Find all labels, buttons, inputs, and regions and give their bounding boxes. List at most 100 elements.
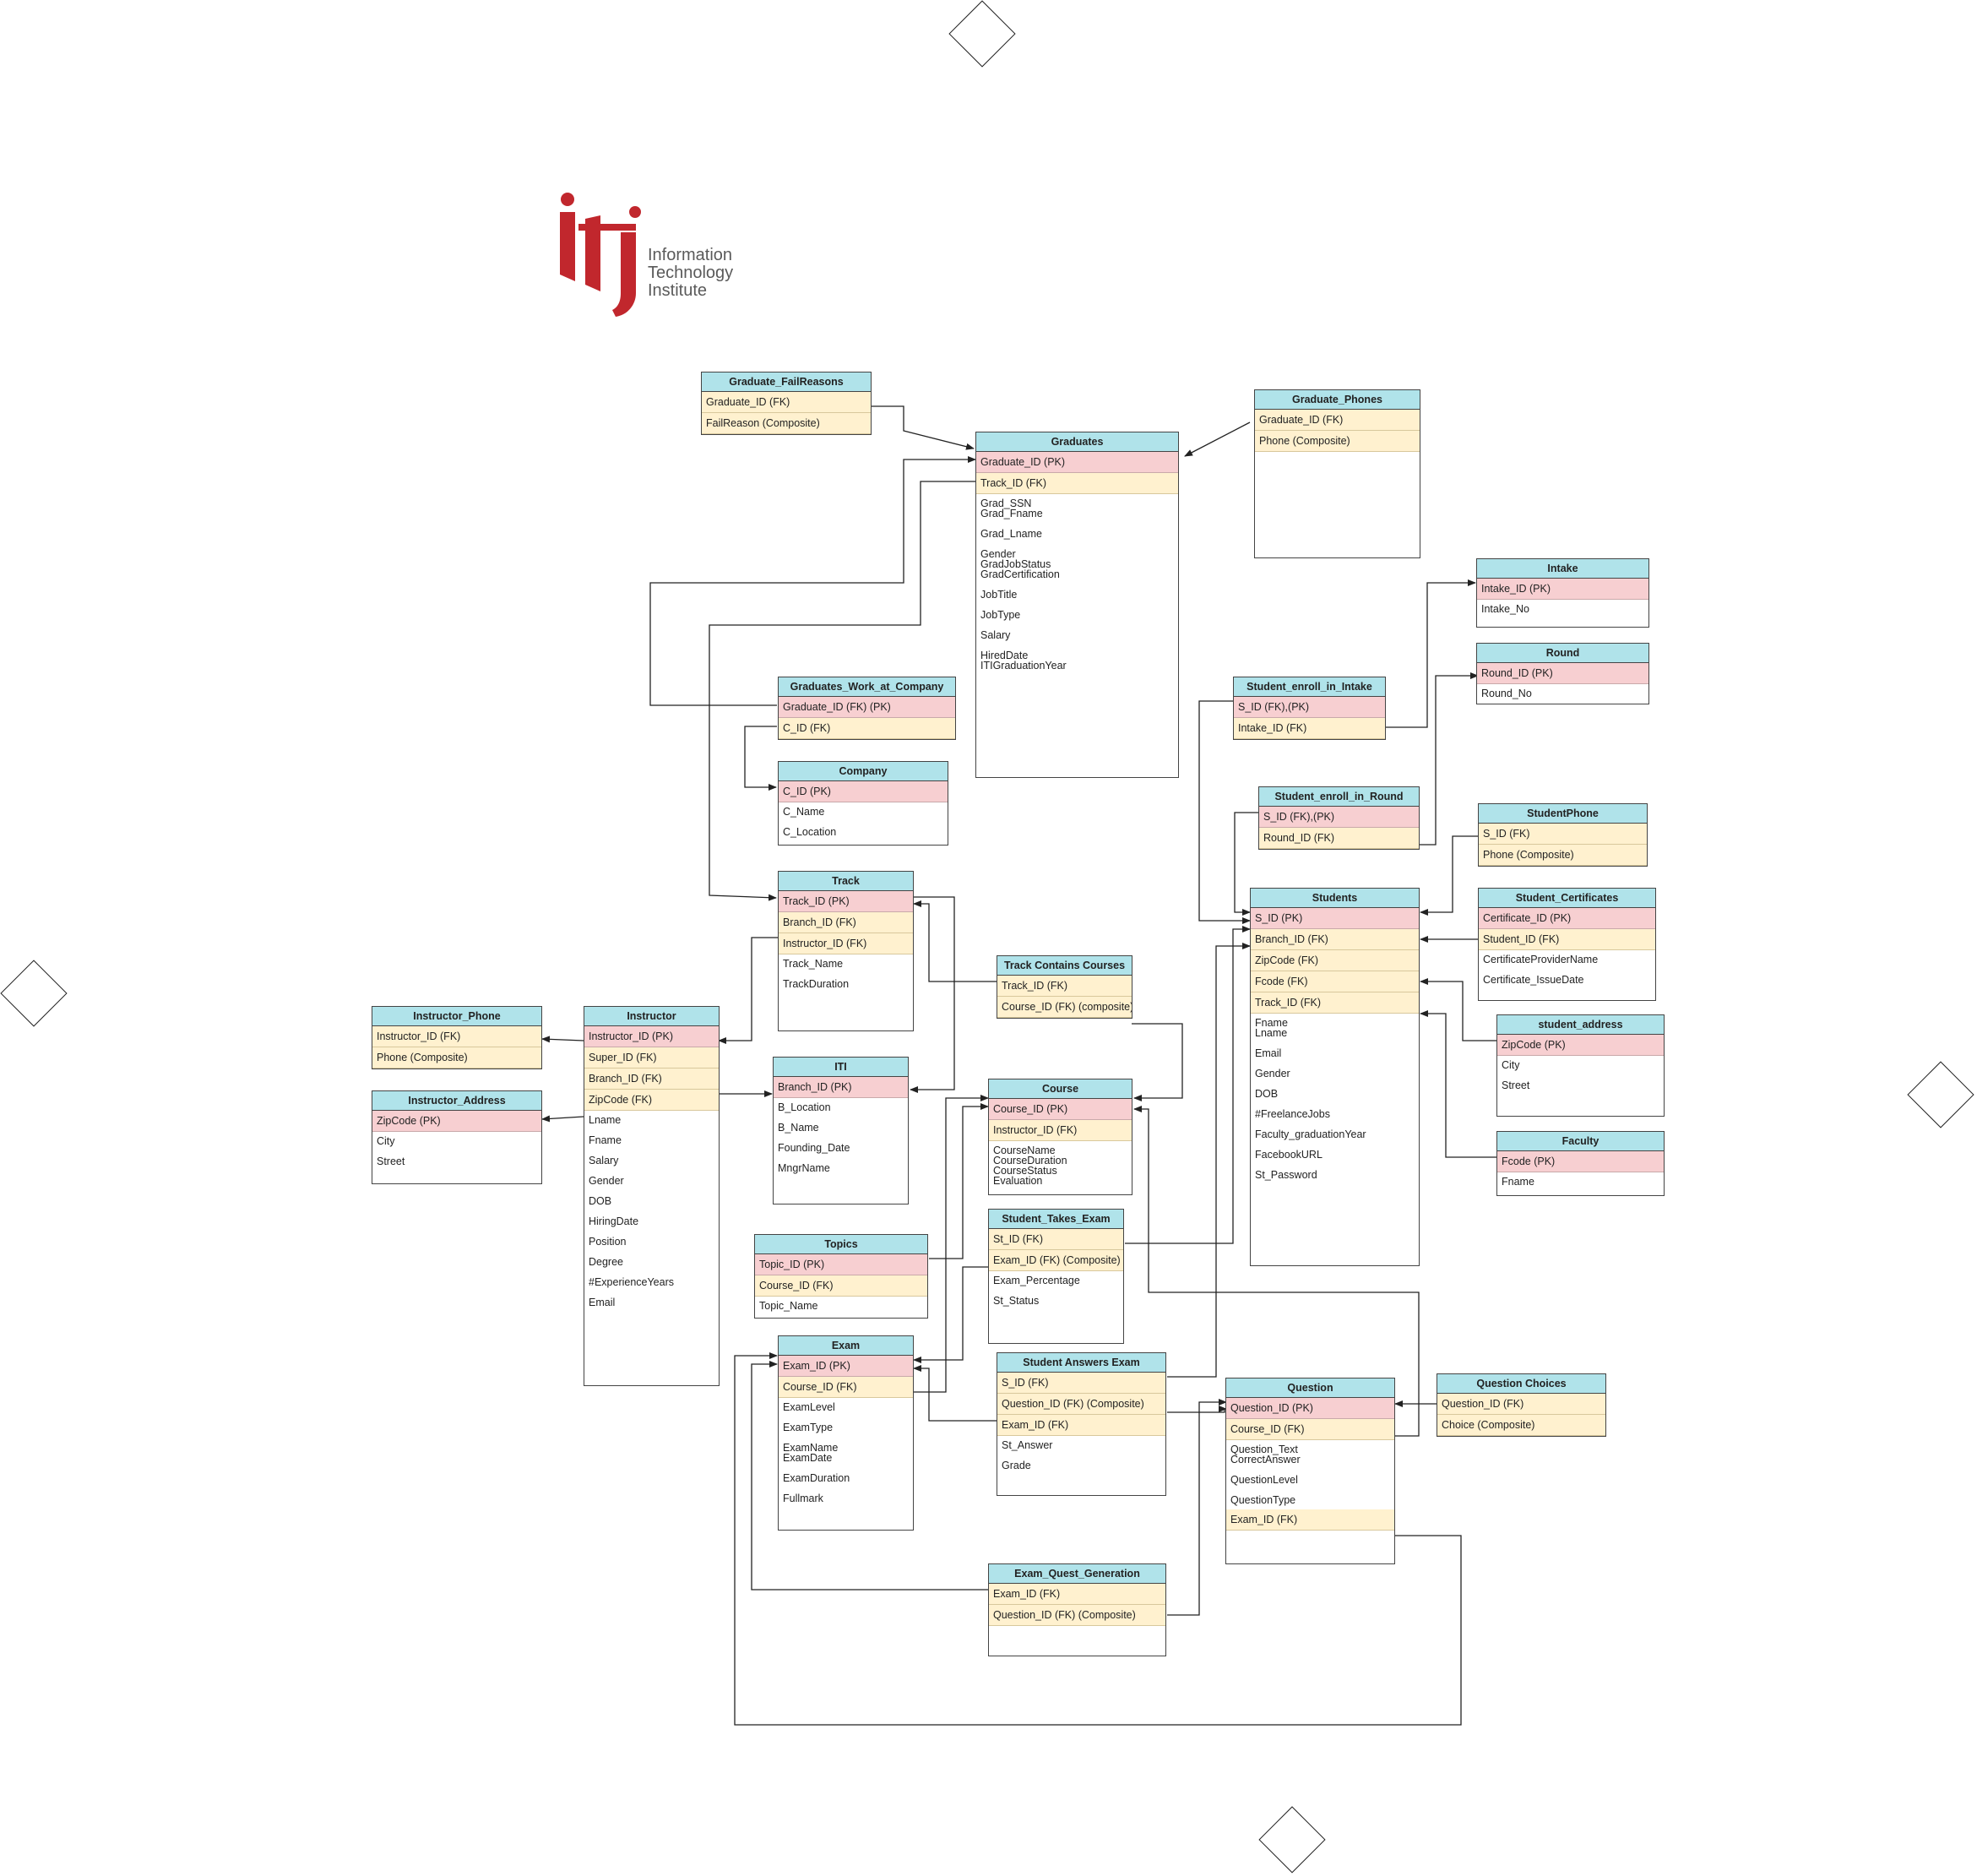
attribute: B_Name xyxy=(778,1122,819,1134)
attribute xyxy=(1255,1079,1419,1089)
primary-key-row: Graduate_ID (FK) (PK) xyxy=(779,697,955,718)
foreign-key-row: Track_ID (FK) xyxy=(997,976,1132,997)
attribute-list: City Street xyxy=(372,1132,541,1171)
attribute: St_Answer xyxy=(1002,1439,1053,1451)
attribute: Position xyxy=(589,1236,627,1248)
connector-instructor-phone xyxy=(541,1036,584,1043)
attribute: C_Location xyxy=(783,826,837,838)
attribute-list: Topic_Name xyxy=(755,1297,927,1315)
attribute-list: Fname xyxy=(1497,1172,1664,1191)
attribute: GradJobStatus xyxy=(980,558,1051,570)
foreign-key-row: Instructor_ID (FK) xyxy=(372,1026,541,1047)
attribute: B_Location xyxy=(778,1101,831,1113)
foreign-key-row: Exam_ID (FK) (Composite) xyxy=(989,1250,1123,1271)
primary-key-row: Branch_ID (PK) xyxy=(774,1077,908,1098)
foreign-key-row: Phone (Composite) xyxy=(372,1047,541,1069)
foreign-key-row: Course_ID (FK) xyxy=(755,1275,927,1297)
foreign-key-row: Graduate_ID (FK) xyxy=(1255,410,1420,431)
attribute xyxy=(980,620,1178,630)
table-title: Instructor xyxy=(584,1007,719,1026)
attribute-list: City Street xyxy=(1497,1056,1664,1095)
foreign-key-row: Course_ID (FK) (composite) xyxy=(997,997,1132,1018)
attribute: Fname xyxy=(1255,1017,1288,1029)
attribute: Certificate_IssueDate xyxy=(1483,974,1584,986)
primary-key-row: Certificate_ID (PK) xyxy=(1479,908,1655,929)
attribute: CertificateProviderName xyxy=(1483,954,1599,965)
attribute-list: Exam_Percentage St_Status xyxy=(989,1271,1123,1310)
attribute: Exam_Percentage xyxy=(993,1275,1080,1286)
connector-address-students xyxy=(1420,978,1497,1041)
foreign-key-row: Round_ID (FK) xyxy=(1259,828,1419,849)
attribute: Street xyxy=(377,1156,405,1167)
table-title: StudentPhone xyxy=(1479,804,1647,824)
attribute: Salary xyxy=(589,1155,619,1166)
primary-key-row: Track_ID (PK) xyxy=(779,891,913,912)
table-title: Student_enroll_in_Round xyxy=(1259,787,1419,807)
table-title: Graduate_Phones xyxy=(1255,390,1420,410)
attribute: ITIGraduationYear xyxy=(980,660,1067,672)
foreign-key-row: Exam_ID (FK) xyxy=(997,1415,1165,1436)
foreign-key-row: Student_ID (FK) xyxy=(1479,929,1655,950)
primary-key-row: Round_ID (PK) xyxy=(1477,663,1648,684)
attribute: Faculty_graduationYear xyxy=(1255,1128,1366,1140)
attribute: #FreelanceJobs xyxy=(1255,1108,1330,1120)
table-title: Exam xyxy=(779,1336,913,1356)
attribute: Grad_Fname xyxy=(980,508,1043,519)
primary-key-row: Fcode (PK) xyxy=(1497,1151,1664,1172)
connector-enrollround-students xyxy=(1234,812,1258,916)
attribute: FacebookURL xyxy=(1255,1149,1323,1161)
table-title: Student_enroll_in_Intake xyxy=(1234,677,1385,697)
table-title: Graduates xyxy=(976,432,1178,452)
primary-key-row: Instructor_ID (PK) xyxy=(584,1026,719,1047)
connector-enrollintake-students xyxy=(1198,700,1251,924)
primary-key-row: Topic_ID (PK) xyxy=(755,1254,927,1275)
attribute: Round_No xyxy=(1481,688,1532,699)
attribute: Gender xyxy=(589,1175,624,1187)
attribute: Lname xyxy=(1255,1027,1288,1039)
attribute: JobTitle xyxy=(980,589,1018,601)
connector-track-instructor xyxy=(718,937,778,1044)
attribute: QuestionLevel xyxy=(1230,1474,1298,1486)
table-title: Topics xyxy=(755,1235,927,1254)
connector-faculty-students xyxy=(1420,1010,1497,1158)
foreign-key-row: FailReason (Composite) xyxy=(702,413,871,434)
connector-enrollround-round xyxy=(1419,672,1479,846)
table-title: ITI xyxy=(774,1058,908,1077)
connector-questgen-exam xyxy=(751,1361,990,1591)
table-title: Question Choices xyxy=(1437,1374,1605,1394)
attribute: ExamName xyxy=(783,1442,839,1454)
attribute: Fullmark xyxy=(783,1493,823,1504)
foreign-key-row: ZipCode (FK) xyxy=(584,1090,719,1111)
